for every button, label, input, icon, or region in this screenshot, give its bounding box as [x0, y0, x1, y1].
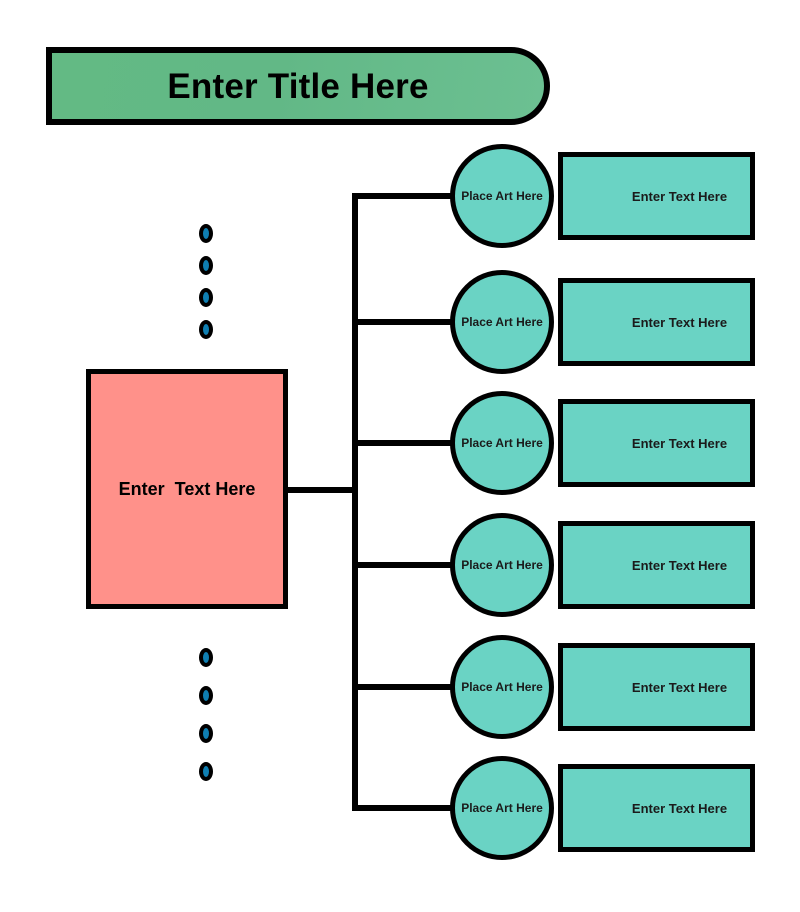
branch-text-box[interactable]: Enter Text Here — [558, 399, 755, 487]
branch-row: Enter Text Here Place Art Here — [450, 144, 760, 248]
branch-text-label: Enter Text Here — [631, 188, 728, 204]
ellipsis-dot — [199, 288, 213, 307]
branch-art-circle[interactable]: Place Art Here — [450, 513, 554, 617]
branch-art-label: Place Art Here — [461, 801, 543, 815]
branch-text-label: Enter Text Here — [631, 800, 728, 816]
branch-art-circle[interactable]: Place Art Here — [450, 270, 554, 374]
branch-art-circle[interactable]: Place Art Here — [450, 756, 554, 860]
branch-row: Enter Text Here Place Art Here — [450, 391, 760, 495]
branch-art-label: Place Art Here — [461, 680, 543, 694]
branch-text-box[interactable]: Enter Text Here — [558, 643, 755, 731]
branch-art-label: Place Art Here — [461, 315, 543, 329]
branch-art-label: Place Art Here — [461, 436, 543, 450]
branch-row: Enter Text Here Place Art Here — [450, 756, 760, 860]
ellipsis-dot — [199, 762, 213, 781]
title-banner[interactable]: Enter Title Here — [46, 47, 550, 125]
branch-text-box[interactable]: Enter Text Here — [558, 278, 755, 366]
branch-art-label: Place Art Here — [461, 558, 543, 572]
branch-row: Enter Text Here Place Art Here — [450, 270, 760, 374]
branch-text-label: Enter Text Here — [631, 557, 728, 573]
branch-row: Enter Text Here Place Art Here — [450, 513, 760, 617]
root-node-label: Enter Text Here — [118, 478, 256, 499]
branch-text-label: Enter Text Here — [631, 679, 728, 695]
ellipsis-dots-top — [199, 224, 219, 340]
ellipsis-dot — [199, 686, 213, 705]
branch-text-box[interactable]: Enter Text Here — [558, 152, 755, 240]
title-text: Enter Title Here — [167, 66, 429, 106]
branch-text-box[interactable]: Enter Text Here — [558, 764, 755, 852]
branch-row: Enter Text Here Place Art Here — [450, 635, 760, 739]
ellipsis-dot — [199, 320, 213, 339]
branch-art-circle[interactable]: Place Art Here — [450, 144, 554, 248]
ellipsis-dot — [199, 724, 213, 743]
ellipsis-dots-bottom — [199, 648, 219, 784]
root-node-box[interactable]: Enter Text Here — [86, 369, 288, 609]
branch-art-circle[interactable]: Place Art Here — [450, 391, 554, 495]
branch-text-box[interactable]: Enter Text Here — [558, 521, 755, 609]
ellipsis-dot — [199, 648, 213, 667]
branch-art-label: Place Art Here — [461, 189, 543, 203]
branch-text-label: Enter Text Here — [631, 314, 728, 330]
ellipsis-dot — [199, 224, 213, 243]
ellipsis-dot — [199, 256, 213, 275]
branch-text-label: Enter Text Here — [631, 435, 728, 451]
branch-art-circle[interactable]: Place Art Here — [450, 635, 554, 739]
